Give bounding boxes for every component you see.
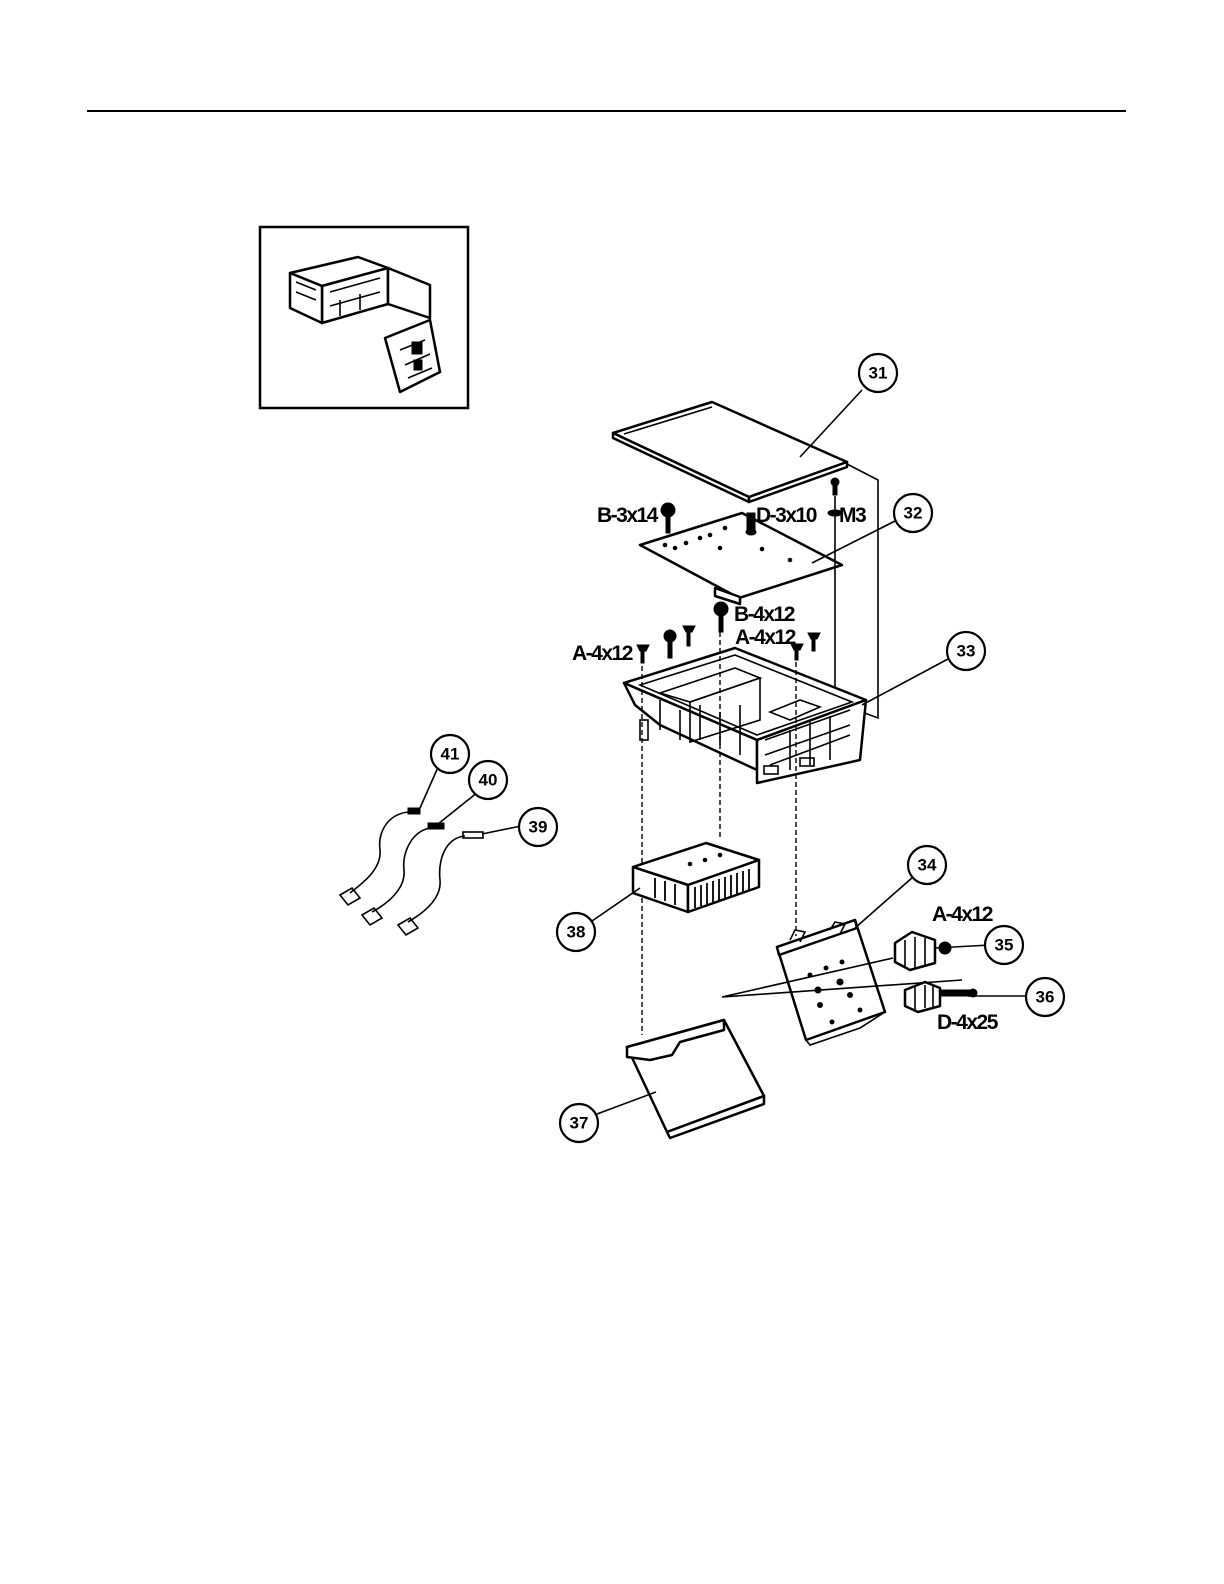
callout-36: 36 (1026, 978, 1064, 1016)
callout-36-label: 36 (1036, 988, 1055, 1007)
wire-leads (340, 808, 483, 935)
part-31-top-cover (613, 402, 847, 502)
label-b3x14: B-3x14 (597, 504, 659, 527)
callout-34: 34 (908, 846, 946, 884)
callout-33: 33 (947, 632, 985, 670)
label-a4x12-mid: A-4x12 (735, 626, 796, 649)
callout-39: 39 (519, 808, 557, 846)
screw-b3x14 (661, 503, 675, 533)
callout-31: 31 (859, 354, 897, 392)
label-b4x12: B-4x12 (734, 603, 795, 626)
callout-33-label: 33 (957, 642, 976, 661)
callout-35: 35 (985, 926, 1023, 964)
callout-40-label: 40 (479, 771, 498, 790)
callout-35-label: 35 (995, 936, 1014, 955)
label-d4x25: D-4x25 (937, 1011, 999, 1034)
callout-31-label: 31 (869, 364, 888, 383)
label-m3: M3 (839, 504, 866, 527)
callout-34-label: 34 (918, 856, 937, 875)
label-a4x12-left: A-4x12 (572, 642, 633, 665)
label-a4x12-right: A-4x12 (932, 903, 993, 926)
callout-32: 32 (894, 494, 932, 532)
label-d3x10: D-3x10 (756, 504, 817, 527)
callout-37: 37 (560, 1104, 598, 1142)
part-36-terminal-block (905, 982, 977, 1012)
callout-41: 41 (431, 735, 469, 773)
screw-d3x10 (746, 513, 756, 535)
callout-38-label: 38 (567, 923, 586, 942)
callout-37-label: 37 (570, 1114, 589, 1133)
callout-40: 40 (469, 761, 507, 799)
part-34-bracket (777, 920, 885, 1045)
callout-38: 38 (557, 913, 595, 951)
part-38-heatsink (633, 843, 759, 912)
part-37-bottom-cover (627, 1020, 764, 1138)
screw-b4x12 (714, 602, 728, 632)
callout-41-label: 41 (441, 745, 460, 764)
callout-39-label: 39 (529, 818, 548, 837)
part-35-connector (895, 932, 990, 970)
callout-32-label: 32 (904, 504, 923, 523)
part-33-base-housing (624, 648, 866, 783)
inset-overview (260, 227, 468, 408)
